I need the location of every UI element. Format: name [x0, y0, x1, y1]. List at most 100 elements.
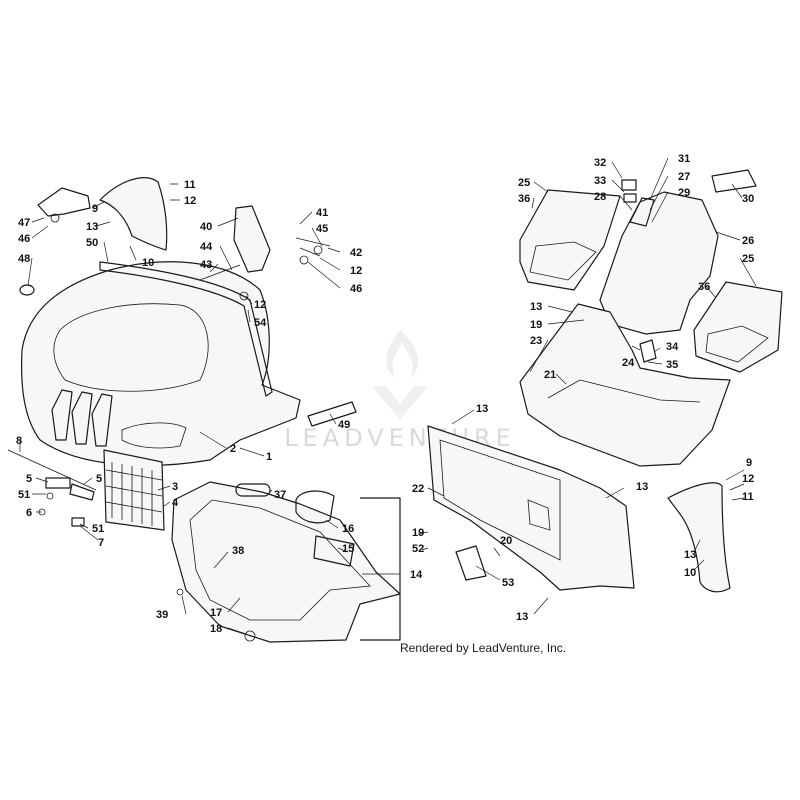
- tub-body-shape: [171, 481, 401, 643]
- callout-label: 13: [86, 221, 98, 233]
- callout-label: 12: [742, 473, 754, 485]
- spring-44-shape: [199, 264, 241, 281]
- callout-label: 20: [500, 535, 512, 547]
- callout-label: 43: [200, 259, 212, 271]
- rear-bulkhead-assembly: [427, 425, 635, 591]
- callout-label: 10: [142, 257, 154, 269]
- callout-label: 41: [316, 207, 328, 219]
- callout-label: 49: [338, 419, 350, 431]
- callout-label: 53: [502, 577, 514, 589]
- callout-label: 52: [412, 543, 424, 555]
- front-grille-3-shape: [103, 449, 165, 531]
- callout-label: 15: [342, 543, 354, 555]
- callout-label: 2: [230, 443, 236, 455]
- tub-inner-rim: [189, 499, 371, 621]
- callout-label: 13: [476, 403, 488, 415]
- bulkhead-inner-panel: [439, 439, 561, 561]
- callout-label: 26: [742, 235, 754, 247]
- callout-label: 16: [342, 523, 354, 535]
- nut-46-shape: [299, 255, 309, 265]
- callout-label: 28: [594, 191, 606, 203]
- callout-label: 13: [516, 611, 528, 623]
- console-seat-assembly: [519, 169, 783, 467]
- callout-label: 37: [274, 489, 286, 501]
- callout-label: 40: [200, 221, 212, 233]
- hood-vent-outline: [53, 303, 209, 392]
- callout-label: 19: [530, 319, 542, 331]
- callout-label: 54: [254, 317, 267, 329]
- callout-label: 45: [316, 223, 328, 235]
- callout-label: 13: [636, 481, 648, 493]
- decal-30-shape: [711, 169, 757, 193]
- callout-label: 13: [684, 549, 696, 561]
- fastener-18-shape: [244, 630, 256, 642]
- callout-label: 5: [96, 473, 102, 485]
- callout-label: 11: [742, 491, 754, 503]
- callout-label: 22: [412, 483, 424, 495]
- callout-label: 29: [678, 187, 690, 199]
- nut-12-shape: [239, 291, 249, 301]
- rear-fender-flare: [667, 482, 731, 593]
- floor-pan-23-shape: [519, 303, 731, 467]
- callout-label: 46: [350, 283, 362, 295]
- callout-label: 44: [200, 241, 213, 253]
- callout-label: 23: [530, 335, 542, 347]
- callout-label: 51: [18, 489, 30, 501]
- seat-left-shape: [519, 189, 621, 291]
- callout-label: 8: [16, 435, 22, 447]
- callout-label: 38: [232, 545, 244, 557]
- callout-label: 31: [678, 153, 690, 165]
- callout-label: 32: [594, 157, 606, 169]
- pedal-24-shape: [639, 339, 657, 363]
- callout-label: 12: [254, 299, 266, 311]
- bulkhead-panel-shape: [427, 425, 635, 591]
- callout-label: 48: [18, 253, 30, 265]
- leader-lines: [19, 157, 757, 635]
- switch-33-shape: [623, 193, 637, 203]
- rod-8-shape: [7, 449, 97, 491]
- latch-5-shape: [45, 477, 71, 489]
- callout-label: 39: [156, 609, 168, 621]
- callout-label: 25: [518, 177, 530, 189]
- callout-label: 13: [530, 301, 542, 313]
- callout-label: 30: [742, 193, 754, 205]
- callout-label: 50: [86, 237, 98, 249]
- headlight-lens-shape: [121, 422, 187, 449]
- callout-label: 9: [746, 457, 752, 469]
- cupholder-16-shape: [295, 490, 335, 524]
- bracket-47-shape: [37, 187, 91, 217]
- callout-label: 6: [26, 507, 32, 519]
- washer-45-shape: [313, 245, 323, 255]
- callout-label: 42: [350, 247, 362, 259]
- washer-46-shape: [50, 213, 60, 223]
- callout-label: 12: [350, 265, 362, 277]
- fender-flare-right-shape: [667, 482, 731, 593]
- screw-51-shape: [46, 492, 54, 500]
- tub-bracket-14-shape: [360, 497, 401, 641]
- switch-32-shape: [621, 179, 637, 191]
- center-console-26-shape: [599, 191, 719, 335]
- callout-label: 4: [172, 497, 179, 509]
- callout-label: 1: [266, 451, 272, 463]
- rivet-39-shape: [176, 588, 184, 596]
- callout-label: 24: [622, 357, 635, 369]
- hood-seal-strip-shape: [99, 261, 273, 397]
- callout-label: 17: [210, 607, 222, 619]
- hood-assembly: [7, 177, 357, 531]
- callout-label: 11: [184, 179, 196, 191]
- decal-49-shape: [307, 401, 357, 427]
- callout-label: 19: [412, 527, 424, 539]
- watermark-logo-icon: [372, 330, 428, 420]
- front-storage-tub: [171, 481, 401, 643]
- floor-pan-ribs: [547, 379, 701, 403]
- tub-liner-15-shape: [313, 535, 355, 567]
- callout-label: 25: [742, 253, 754, 265]
- callout-label: 36: [518, 193, 530, 205]
- pad-37-shape: [235, 483, 271, 497]
- callout-label: 51: [92, 523, 104, 535]
- callout-label: 7: [98, 537, 104, 549]
- callout-label: 33: [594, 175, 606, 187]
- callout-label: 14: [410, 569, 423, 581]
- callout-label: 35: [666, 359, 678, 371]
